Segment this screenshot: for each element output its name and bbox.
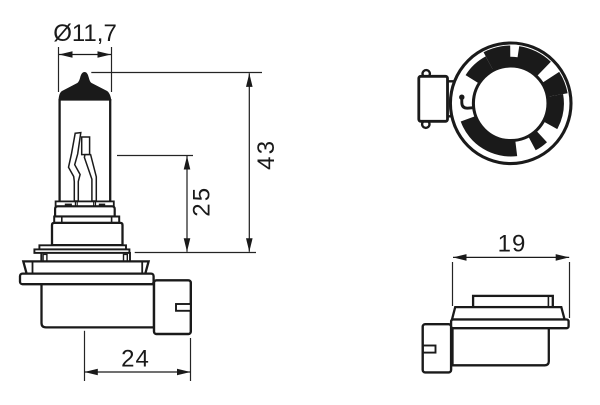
svg-text:24: 24: [121, 346, 150, 373]
svg-text:Ø11,7: Ø11,7: [53, 20, 117, 47]
svg-text:19: 19: [498, 231, 527, 258]
svg-text:43: 43: [253, 139, 280, 170]
svg-text:25: 25: [189, 186, 216, 217]
